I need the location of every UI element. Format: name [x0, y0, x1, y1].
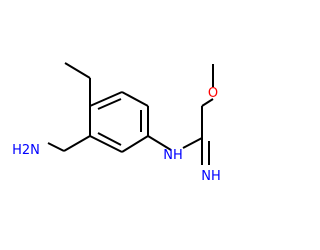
bond-ring-to-nh: [147, 135, 172, 151]
bond-ring-c2-c3: [121, 91, 149, 107]
label-oxygen: O: [208, 86, 218, 101]
bond-ethyl-ch3: [64, 62, 91, 79]
bond-ring-c5-c6: [89, 135, 123, 153]
bond-nh-to-amidine-c: [182, 137, 203, 149]
label-nh2: H2N: [12, 143, 40, 158]
bond-ch2-to-nh2: [47, 142, 65, 152]
bond-ring-to-ch2: [63, 135, 91, 152]
label-imine: NH: [201, 169, 221, 184]
bond-ch2-to-oxygen: [201, 98, 214, 107]
bond-ring-inner-top: [97, 98, 122, 110]
molecule-canvas: H2N NH NH O: [12, 62, 221, 184]
bond-ring-inner-bottom: [97, 132, 122, 146]
structure-drawing: H2N NH NH O: [12, 62, 221, 184]
label-nh: NH: [163, 148, 183, 163]
bond-ring-c1-c2: [89, 91, 123, 107]
bond-ring-c4-c5: [121, 135, 149, 153]
